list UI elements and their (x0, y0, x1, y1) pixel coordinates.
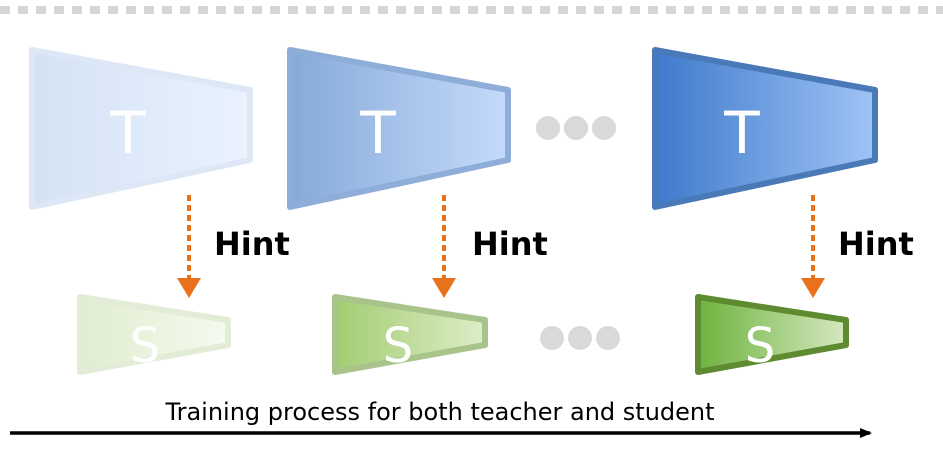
ellipsis-dot (592, 116, 616, 140)
teacher-trapezoid (652, 47, 878, 210)
hint-arrow-2 (432, 195, 456, 298)
teacher-stage-1: T (29, 47, 253, 210)
student-trapezoid (332, 294, 488, 375)
student-label: S (745, 318, 775, 374)
student-stage-2: S (332, 294, 488, 375)
caption: Training process for both teacher and st… (164, 398, 714, 426)
teacher-trapezoid (287, 47, 511, 210)
teacher-stage-2: T (287, 47, 511, 210)
teacher-label: T (359, 99, 396, 167)
hint-label: Hint (472, 225, 548, 263)
ellipsis-dot (536, 116, 560, 140)
student-stage-1: S (77, 294, 231, 375)
student-stage-3: S (695, 294, 849, 375)
student-trapezoid (695, 294, 849, 375)
ellipsis-dot (568, 326, 592, 350)
teacher-trapezoid (29, 47, 253, 210)
teacher-stage-3: T (652, 47, 878, 210)
hint-arrow-1 (177, 195, 201, 298)
student-trapezoid (77, 294, 231, 375)
teacher-label: T (723, 99, 760, 167)
hint-arrow-3 (801, 195, 825, 298)
ellipsis-dot (596, 326, 620, 350)
teacher-ellipsis (536, 116, 616, 140)
ellipsis-dot (564, 116, 588, 140)
student-ellipsis (540, 326, 620, 350)
student-label: S (130, 318, 160, 374)
teacher-label: T (109, 99, 146, 167)
hint-label: Hint (838, 225, 914, 263)
student-label: S (383, 318, 413, 374)
hint-label: Hint (214, 225, 290, 263)
ellipsis-dot (540, 326, 564, 350)
